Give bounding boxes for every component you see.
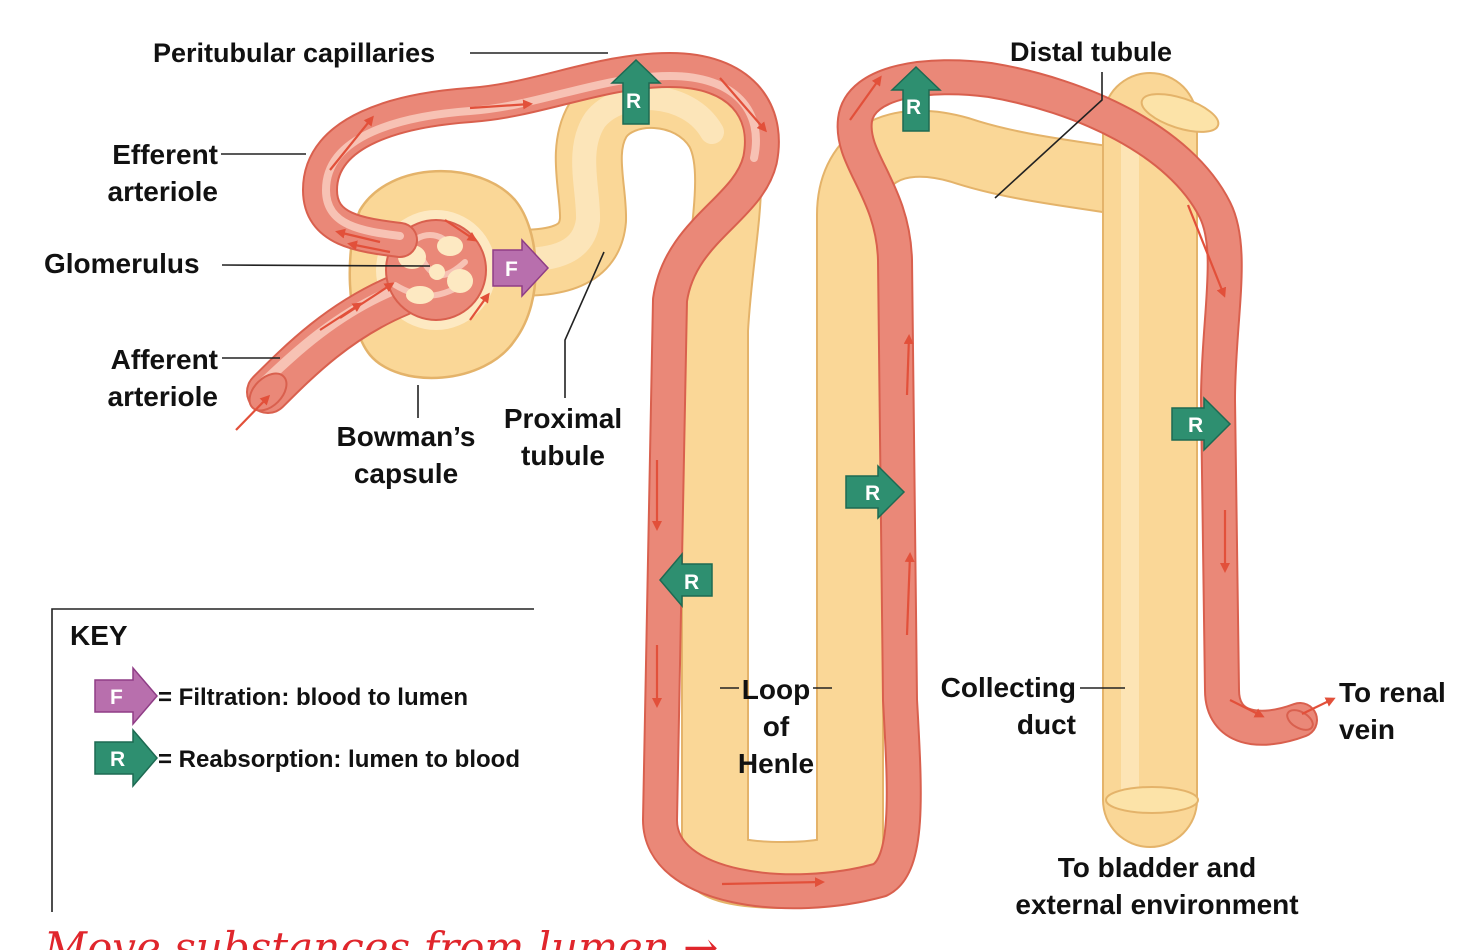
flow-arrows — [235, 75, 1336, 888]
reabsorption-badge-ascending: R — [845, 464, 906, 520]
collecting-duct-bottom-opening — [1105, 786, 1199, 814]
leader-lines — [221, 52, 1125, 689]
reabsorption-badge-collecting: R — [1171, 396, 1232, 452]
key-reabsorption-row: R = Reabsorption: lumen to blood — [94, 727, 520, 789]
filtration-badge-diagram: F — [492, 238, 550, 298]
label-loop-line1: Loop — [742, 674, 810, 705]
key-filtration-badge: F — [110, 686, 123, 709]
key-reabsorption-badge: R — [110, 748, 125, 771]
tubule — [466, 60, 1220, 909]
handwritten-note: Move substances from lumen → — [43, 923, 718, 950]
reabsorption-badge-letter: R — [865, 482, 880, 505]
label-glomerulus: Glomerulus — [44, 248, 200, 279]
label-renal-vein-line2: vein — [1339, 714, 1395, 745]
reabsorption-badge-distal: R — [890, 65, 942, 132]
label-bladder-line2: external environment — [1015, 889, 1298, 920]
reabsorption-badge-descending: R — [659, 551, 713, 609]
peritubular-highlight — [322, 72, 760, 240]
tubule-path-highlight — [493, 86, 724, 273]
collecting-duct-top-opening — [1140, 93, 1220, 133]
label-peritubular-capillaries: Peritubular capillaries — [153, 38, 435, 68]
label-renal-vein-line1: To renal — [1339, 677, 1446, 708]
labels: Peritubular capillaries Distal tubule Ef… — [44, 37, 1446, 920]
label-afferent-line2: arteriole — [108, 381, 219, 412]
label-bowmans-line1: Bowman’s — [337, 421, 476, 452]
label-loop-line3: Henle — [738, 748, 814, 779]
glomerulus — [385, 219, 487, 321]
label-proximal-line2: tubule — [521, 440, 605, 471]
key-reabsorption-text: = Reabsorption: lumen to blood — [158, 746, 520, 773]
reabsorption-badge-letter: R — [684, 571, 699, 594]
blood-vessels — [246, 52, 1318, 910]
label-collecting-line2: duct — [1017, 709, 1076, 740]
key-filtration-text: = Filtration: blood to lumen — [158, 684, 468, 711]
reabsorption-badge-letter: R — [906, 96, 921, 119]
label-proximal-line1: Proximal — [504, 403, 622, 434]
peritubular-capillaries — [304, 54, 1316, 908]
key-panel: KEY F = Filtration: blood to lumen R = R… — [51, 608, 534, 912]
label-bowmans-line2: capsule — [354, 458, 458, 489]
label-collecting-line1: Collecting — [941, 672, 1076, 703]
label-loop-line2: of — [763, 711, 790, 742]
reabsorption-badge-letter: R — [1188, 414, 1203, 437]
reabsorption-badge-pct: R — [610, 58, 662, 125]
key-title: KEY — [70, 620, 128, 651]
key-filtration-row: F = Filtration: blood to lumen — [94, 665, 468, 727]
label-afferent-line1: Afferent — [111, 344, 218, 375]
label-distal-tubule: Distal tubule — [1010, 37, 1172, 67]
label-efferent-line1: Efferent — [112, 139, 218, 170]
reabsorption-badge-letter: R — [626, 90, 641, 113]
label-efferent-line2: arteriole — [108, 176, 219, 207]
filtration-badge-letter: F — [505, 258, 518, 281]
label-bladder-line1: To bladder and — [1058, 852, 1257, 883]
